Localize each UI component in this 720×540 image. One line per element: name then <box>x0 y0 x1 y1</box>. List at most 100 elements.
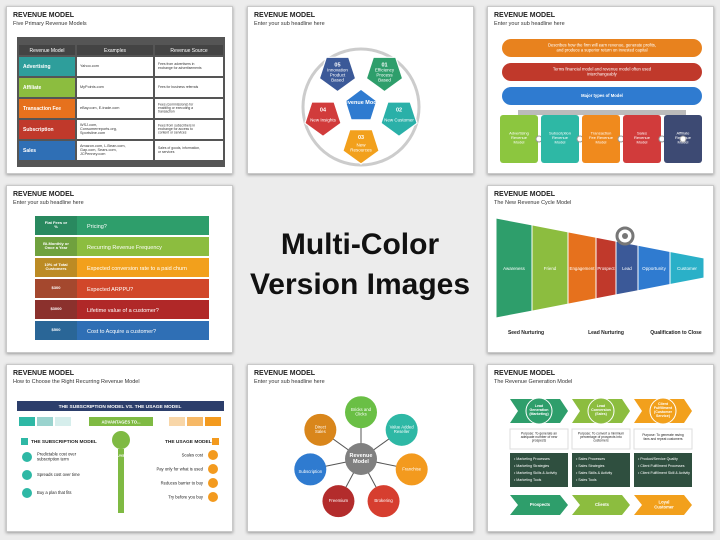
column-footer-label: Prospects <box>530 502 551 507</box>
slide-title: REVENUE MODEL <box>13 370 75 377</box>
column-item: • Marketing Skills & Activity <box>514 471 557 475</box>
table-cell-examples-text: Amazon.com, L.Bean.com,Gap.com, Sears.co… <box>80 144 126 156</box>
right-bullet-icon <box>208 478 218 488</box>
node-circle <box>385 413 418 446</box>
buyer-icon <box>112 431 130 449</box>
slide-thumbnail-7[interactable]: REVENUE MODEL Enter your sub headline he… <box>247 364 474 532</box>
connector-dot <box>679 135 687 143</box>
model-types-graphic: Describes how the firm will earn revenue… <box>500 39 702 163</box>
slide-subtitle: Enter your sub headline here <box>254 379 325 385</box>
info-bar <box>502 87 702 105</box>
node-circle <box>304 413 337 446</box>
left-title: THE SUBSCRIPTION MODEL <box>31 439 97 445</box>
right-item: Scales cost <box>182 453 204 458</box>
right-item: Reduces barrier to buy <box>161 481 204 486</box>
table-cell-model <box>19 120 75 139</box>
table-cell-examples <box>77 57 153 76</box>
node-circle <box>367 485 400 518</box>
column-item: • Marketing Strategies <box>514 464 549 468</box>
col-header: Examples <box>104 48 126 54</box>
purpose-box <box>509 428 569 450</box>
info-bar <box>502 63 702 81</box>
slide-thumbnail-4[interactable]: REVENUE MODEL Enter your sub headline he… <box>6 185 233 353</box>
slide-thumbnail-2[interactable]: REVENUE MODEL Enter your sub headline he… <box>247 6 474 174</box>
column-header-circle <box>525 397 553 425</box>
color-swatch <box>55 417 71 426</box>
node-circle <box>294 453 327 486</box>
table-cell-examples-text: eBay.com, E-trade.com <box>80 106 119 110</box>
table-cell-model-text: Transaction Fee <box>23 106 61 112</box>
slide-title: REVENUE MODEL <box>254 370 316 377</box>
column-item: • Sales Processes <box>576 457 605 461</box>
slide-thumbnail-3[interactable]: REVENUE MODEL Enter your sub headline he… <box>487 6 714 174</box>
slide-subtitle: Enter your sub headline here <box>494 21 565 27</box>
comparison-banner-text: THE SUBSCRIPTION MODEL VS. THE USAGE MOD… <box>59 404 182 410</box>
segment-label: New Insights <box>310 117 337 122</box>
slide-thumbnail-5[interactable]: REVENUE MODEL The New Revenue Cycle Mode… <box>487 185 714 353</box>
color-swatch <box>205 417 221 426</box>
slide-subtitle: The Revenue Generation Model <box>494 379 573 385</box>
node-label: Freemium <box>329 498 349 503</box>
left-item: Buy a plan that fits <box>37 490 71 495</box>
model-type-box <box>623 115 661 163</box>
right-title: THE USAGE MODEL <box>165 439 212 445</box>
divider-bar <box>118 449 124 513</box>
subscription-icon <box>21 438 28 445</box>
segment-03 <box>342 128 380 165</box>
node-circle <box>322 485 355 518</box>
node-label: Brokering <box>374 498 393 503</box>
slide-thumbnail-6[interactable]: REVENUE MODEL How to Choose the Right Re… <box>6 364 233 532</box>
purpose-box <box>571 428 631 450</box>
table-cell-examples <box>77 78 153 97</box>
funnel-stage-label: Prospect <box>597 266 615 271</box>
right-item: Pay only for what is used <box>156 467 203 472</box>
slide-thumbnail-8[interactable]: REVENUE MODEL The Revenue Generation Mod… <box>487 364 714 532</box>
table-cell-model <box>19 99 75 118</box>
info-bar-text: Major types of Model <box>581 93 623 98</box>
table-cell-examples <box>77 99 153 118</box>
table-cell-source <box>155 120 223 139</box>
center-label: Revenue Model <box>341 100 382 106</box>
slide-subtitle: Enter your sub headline here <box>13 200 84 206</box>
column-item: • Client Fulfillment Skill & Activity <box>638 471 690 475</box>
purpose-box <box>633 428 693 450</box>
info-bar <box>502 39 702 57</box>
table-cell-source-text: Fees for business referrals <box>158 85 198 89</box>
table-cell-model-text: Subscription <box>23 127 54 133</box>
right-bullet-icon <box>208 464 218 474</box>
revenue-table-graphic: Revenue Model Examples Revenue Source Ad… <box>17 37 225 167</box>
slide-subtitle: Five Primary Revenue Models <box>13 21 87 27</box>
table-cell-examples-text: WSJ.com,Consumerreports.org,Sportsline.c… <box>80 123 117 135</box>
segment-label: New Customer <box>384 117 414 122</box>
row-text: Expected conversion rate to a paid churn <box>87 266 187 272</box>
funnel-stage-label: Engagement <box>570 266 596 271</box>
node-circle <box>345 396 377 429</box>
slide-title: REVENUE MODEL <box>494 12 556 19</box>
model-type-box <box>500 115 538 163</box>
advantages-tab <box>89 417 153 426</box>
segment-number: 03 <box>358 135 364 141</box>
usage-icon <box>212 438 219 445</box>
funnel-stage-label: Lead <box>622 266 632 271</box>
table-cell-source <box>155 141 223 160</box>
row-text: Expected ARPPU? <box>87 287 133 293</box>
table-cell-source <box>155 78 223 97</box>
color-swatch <box>19 417 35 426</box>
slide-thumbnail-1[interactable]: REVENUE MODEL Five Primary Revenue Model… <box>6 6 233 174</box>
col-header: Revenue Source <box>170 48 207 54</box>
